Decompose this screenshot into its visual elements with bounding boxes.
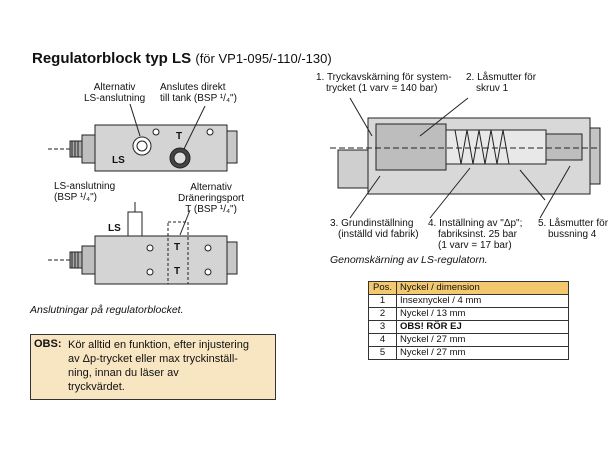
bottom-block-drawing xyxy=(48,202,238,285)
table-cell-pos: 1 xyxy=(368,294,397,308)
bottom-t-letter-1: T xyxy=(174,242,181,253)
label-ls-conn-line2: (BSP ¹/₄") xyxy=(54,192,98,203)
label-ls-conn: LS-anslutning (BSP ¹/₄") xyxy=(54,181,115,203)
label-2-line1: 2. Låsmutter för xyxy=(466,72,537,83)
label-4-line2: fabriksinst. 25 bar xyxy=(438,229,517,240)
table-cell-key: Nyckel / 27 mm xyxy=(396,346,569,360)
label-alt-ls-line2: LS-anslutning xyxy=(84,93,146,104)
table-cell-key: OBS! RÖR EJ xyxy=(396,320,569,334)
label-4: 4. Inställning av "Δp"; fabriksinst. 25 … xyxy=(428,218,522,251)
label-tank: Anslutes direkt till tank (BSP ¹/₄") xyxy=(160,82,237,104)
table-header-row: Pos. Nyckel / dimension xyxy=(368,281,569,295)
label-alt-ls-line1: Alternativ xyxy=(93,82,136,93)
label-drain: Alternativ Dräneringsport T (BSP ¹/₄") xyxy=(178,182,244,215)
table-cell-key: Nyckel / 13 mm xyxy=(396,307,569,321)
table-header-pos: Pos. xyxy=(368,281,397,295)
tool-table: Pos. Nyckel / dimension 1 Insexnyckel / … xyxy=(368,281,569,360)
label-alt-ls: Alternativ LS-anslutning xyxy=(84,82,145,104)
title-main: Regulatorblock typ LS xyxy=(32,50,192,67)
label-5: 5. Låsmutter för bussning 4 xyxy=(538,218,608,240)
obs-line-4: tryckvärdet. xyxy=(68,381,125,393)
table-cell-key: Insexnyckel / 4 mm xyxy=(396,294,569,308)
top-block-drawing xyxy=(48,103,238,172)
label-5-line2: bussning 4 xyxy=(548,229,597,240)
page-title: Regulatorblock typ LS (för VP1-095/-110/… xyxy=(32,50,332,67)
table-cell-pos: 5 xyxy=(368,346,397,360)
label-4-line3: (1 varv = 17 bar) xyxy=(438,240,512,251)
right-caption: Genomskärning av LS-regulatorn. xyxy=(330,254,488,266)
bottom-t-letter-2: T xyxy=(174,266,181,277)
label-drain-line2: Dräneringsport xyxy=(178,193,245,204)
obs-line-2: av Δp-trycket eller max tryckinställ- xyxy=(68,353,238,365)
section-drawing xyxy=(330,97,601,219)
obs-line-3: ning, innan du läser av xyxy=(68,367,179,379)
label-drain-line1: Alternativ xyxy=(190,182,232,193)
label-drain-line3: T (BSP ¹/₄") xyxy=(185,204,237,215)
label-ls-conn-line1: LS-anslutning xyxy=(54,181,116,192)
obs-line-1: Kör alltid en funktion, efter injusterin… xyxy=(68,339,249,351)
label-5-line1: 5. Låsmutter för xyxy=(538,218,609,229)
label-tank-line2: till tank (BSP ¹/₄") xyxy=(160,93,237,104)
table-row: 2 Nyckel / 13 mm xyxy=(368,307,569,321)
label-tank-line1: Anslutes direkt xyxy=(160,82,226,93)
label-1-line2: trycket (1 varv = 140 bar) xyxy=(326,83,438,94)
obs-text: Kör alltid en funktion, efter injusterin… xyxy=(68,338,268,394)
label-2: 2. Låsmutter för skruv 1 xyxy=(466,72,536,94)
label-4-line1: 4. Inställning av "Δp"; xyxy=(428,218,523,229)
bottom-ls-letter: LS xyxy=(108,223,121,234)
table-row: 5 Nyckel / 27 mm xyxy=(368,346,569,360)
table-cell-pos: 3 xyxy=(368,320,397,334)
table-cell-pos: 4 xyxy=(368,333,397,347)
label-3-line2: (inställd vid fabrik) xyxy=(338,229,419,240)
label-3: 3. Grundinställning (inställd vid fabrik… xyxy=(330,218,419,240)
left-caption: Anslutningar på regulatorblocket. xyxy=(30,304,184,316)
obs-box xyxy=(30,334,276,400)
label-3-line1: 3. Grundinställning xyxy=(330,218,414,229)
table-row: 4 Nyckel / 27 mm xyxy=(368,333,569,347)
top-ls-letter: LS xyxy=(112,155,125,166)
obs-label: OBS: xyxy=(34,338,62,350)
title-sub: (för VP1-095/-110/-130) xyxy=(195,51,332,66)
table-row: 1 Insexnyckel / 4 mm xyxy=(368,294,569,308)
label-1-line1: 1. Tryckavskärning för system- xyxy=(316,72,452,83)
table-header-key: Nyckel / dimension xyxy=(396,281,569,295)
top-t-letter: T xyxy=(176,131,183,142)
table-cell-pos: 2 xyxy=(368,307,397,321)
label-2-line2: skruv 1 xyxy=(476,83,509,94)
table-row: 3 OBS! RÖR EJ xyxy=(368,320,569,334)
table-cell-key: Nyckel / 27 mm xyxy=(396,333,569,347)
label-1: 1. Tryckavskärning för system- trycket (… xyxy=(316,72,452,94)
